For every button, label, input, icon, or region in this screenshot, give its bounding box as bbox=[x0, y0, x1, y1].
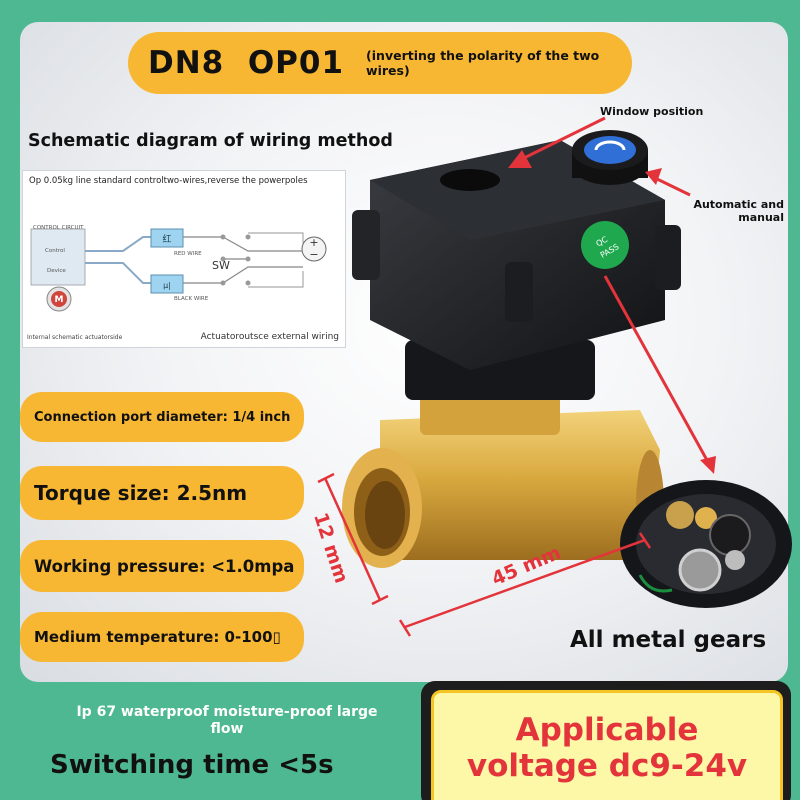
gears-label: All metal gears bbox=[570, 627, 767, 653]
svg-text:+: + bbox=[309, 236, 318, 249]
spec-temperature: Medium temperature: 0-100▯ bbox=[20, 612, 304, 662]
switch-label: SW bbox=[212, 259, 230, 272]
svg-text:−: − bbox=[309, 248, 318, 261]
gears-inset bbox=[620, 480, 792, 608]
model-name: DN8 OP01 bbox=[148, 45, 345, 81]
voltage-line-2: voltage dc9-24v bbox=[466, 748, 748, 784]
control-label: Control bbox=[45, 248, 65, 254]
ip-rating: Ip 67 waterproof moisture-proof large fl… bbox=[76, 704, 378, 737]
wiring-schematic: M 红 μ| + − bbox=[30, 228, 327, 312]
auto-manual-label: Automatic and manual bbox=[693, 198, 784, 224]
external-label: Actuatoroutsce external wiring bbox=[200, 332, 339, 342]
qc-pass-badge: QC PASS bbox=[581, 221, 629, 269]
device-label: Device bbox=[47, 268, 66, 274]
wiring-note: Op 0.05kg line standard controltwo-wires… bbox=[29, 176, 308, 186]
wiring-title: Schematic diagram of wiring method bbox=[28, 131, 393, 151]
voltage-line-1: Applicable bbox=[515, 712, 699, 748]
spec-port: Connection port diameter: 1/4 inch bbox=[20, 392, 304, 442]
dimension-lines bbox=[317, 472, 652, 637]
annotation-arrows bbox=[508, 116, 716, 474]
svg-text:红: 红 bbox=[162, 233, 171, 245]
brass-body bbox=[342, 395, 664, 568]
spec-pressure: Working pressure: <1.0mpa bbox=[20, 540, 304, 592]
voltage-text: Applicable voltage dc9-24v bbox=[431, 712, 783, 784]
actuator bbox=[352, 130, 681, 400]
model-header: DN8 OP01 (inverting the polarity of the … bbox=[128, 32, 632, 94]
svg-text:M: M bbox=[55, 295, 64, 305]
red-wire-label: RED WIRE bbox=[174, 251, 202, 257]
spec-torque: Torque size: 2.5nm bbox=[20, 466, 304, 520]
internal-label: Internal schematic actuatorside bbox=[27, 334, 123, 341]
window-position-label: Window position bbox=[600, 105, 704, 118]
black-wire-label: BLACK WIRE bbox=[174, 296, 209, 302]
wiring-diagram: Op 0.05kg line standard controltwo-wires… bbox=[22, 170, 346, 348]
voltage-box bbox=[431, 690, 783, 800]
control-circuit-label: CONTROL CIRCUIT bbox=[33, 225, 84, 231]
svg-text:μ|: μ| bbox=[163, 281, 171, 290]
switching-time: Switching time <5s bbox=[50, 750, 334, 780]
model-note: (inverting the polarity of the two wires… bbox=[366, 48, 600, 78]
